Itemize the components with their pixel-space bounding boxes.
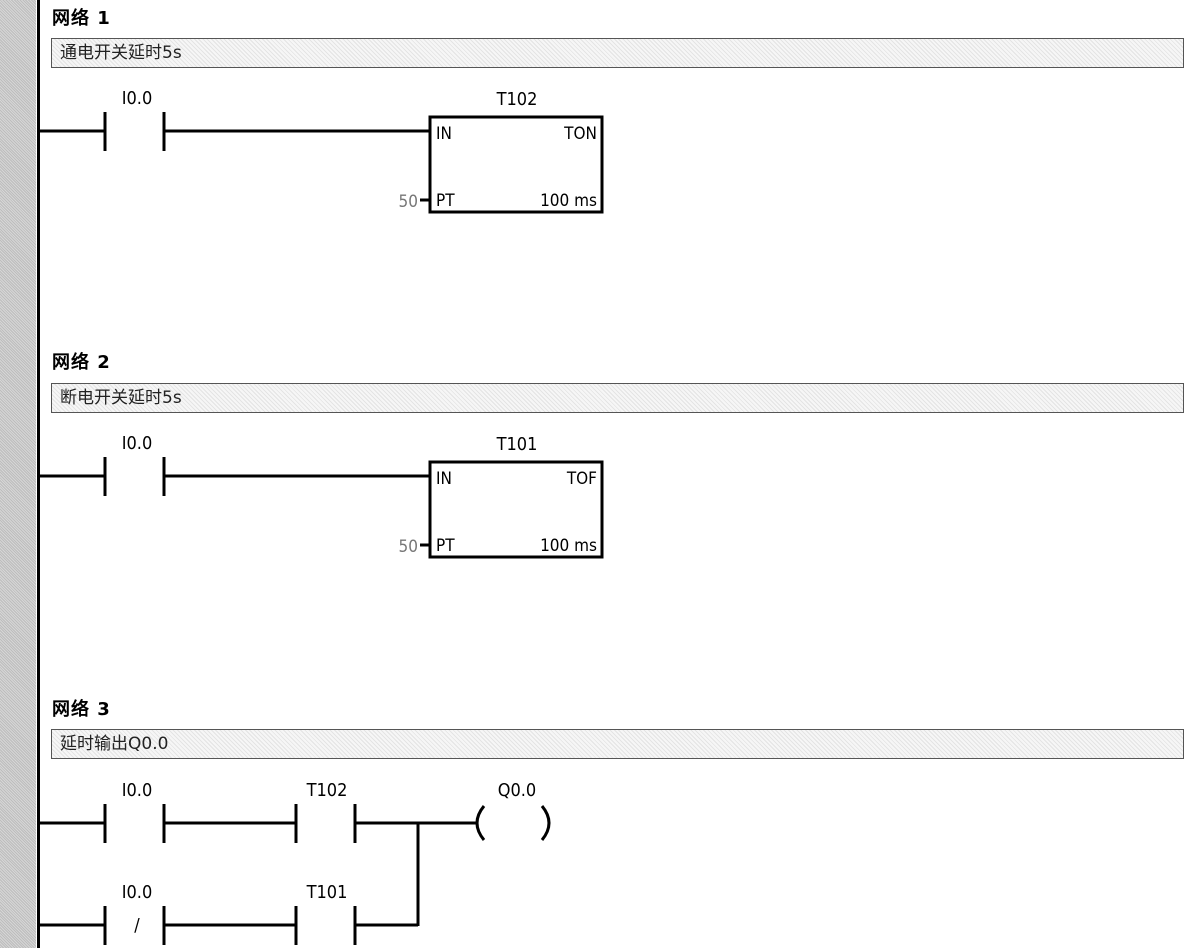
contact-no[interactable] — [294, 804, 357, 843]
network-2-rung[interactable]: I0.0 T101 IN TOF PT 100 ms 50 — [40, 433, 604, 559]
contact-no[interactable] — [103, 804, 166, 843]
timer-in-label: IN — [436, 469, 452, 489]
contact-address: T101 — [306, 882, 348, 903]
timer-pt-label: PT — [436, 191, 455, 211]
network-1-comment[interactable]: 通电开关延时5s — [51, 38, 1184, 68]
timer-box[interactable] — [428, 115, 604, 214]
timer-box[interactable] — [428, 460, 604, 559]
network-1-rung[interactable]: I0.0 T102 IN TON PT 100 ms 50 — [40, 88, 604, 214]
network-1-title[interactable]: 网络 1 — [52, 8, 111, 29]
network-3-title[interactable]: 网络 3 — [52, 699, 111, 720]
network-3-comment[interactable]: 延时输出Q0.0 — [51, 729, 1184, 759]
contact-address: I0.0 — [122, 882, 153, 903]
timer-pt-label: PT — [436, 536, 455, 556]
network-2-title[interactable]: 网络 2 — [52, 352, 111, 373]
network-2-comment[interactable]: 断电开关延时5s — [51, 383, 1184, 413]
contact-address: I0.0 — [122, 780, 153, 801]
timer-in-label: IN — [436, 124, 452, 144]
contact-no[interactable] — [103, 457, 166, 496]
output-coil[interactable] — [475, 805, 551, 841]
coil-address: Q0.0 — [498, 780, 537, 801]
power-rail — [37, 0, 40, 948]
contact-no[interactable] — [103, 112, 166, 151]
contact-address: T102 — [306, 780, 348, 801]
timer-type: TOF — [566, 469, 597, 489]
timer-resolution: 100 ms — [540, 536, 597, 556]
timer-resolution: 100 ms — [540, 191, 597, 211]
contact-no[interactable] — [294, 906, 357, 945]
contact-address: I0.0 — [122, 433, 153, 454]
timer-name: T101 — [496, 434, 538, 455]
contact-address: I0.0 — [122, 88, 153, 109]
network-3-rung[interactable]: I0.0 T102 Q0.0 / I0.0 T101 — [40, 780, 551, 945]
left-margin-strip — [0, 0, 36, 948]
contact-nc-symbol: / — [134, 915, 140, 936]
timer-preset-value[interactable]: 50 — [399, 192, 418, 212]
timer-preset-value[interactable]: 50 — [399, 537, 418, 557]
timer-type: TON — [563, 124, 597, 144]
timer-name: T102 — [496, 89, 538, 110]
